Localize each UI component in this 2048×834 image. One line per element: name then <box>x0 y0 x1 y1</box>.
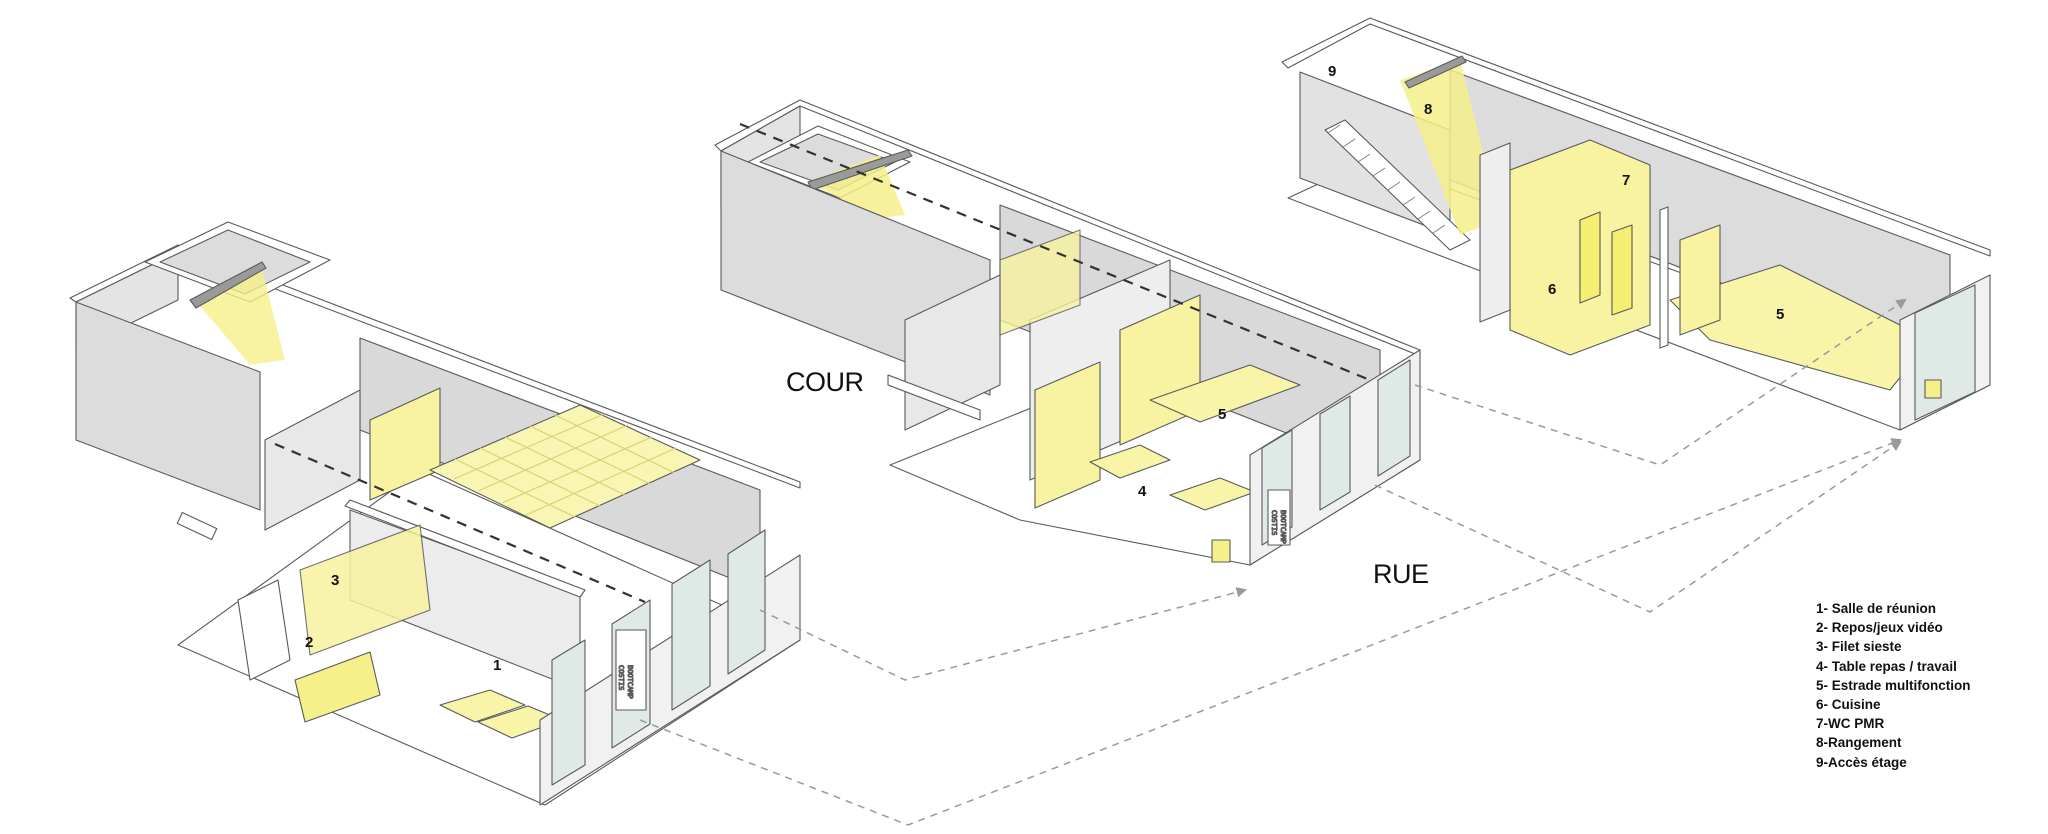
label-7: 7 <box>1622 172 1630 189</box>
label-9: 9 <box>1328 63 1336 80</box>
shelves-right <box>1679 224 1721 336</box>
plant-pot-right <box>1924 379 1942 399</box>
sign-text-left-1: COSTIS <box>617 665 625 690</box>
sign-text-left-2: BOOTCAMP <box>626 665 634 699</box>
label-5b: 5 <box>1776 306 1784 323</box>
label-cour: COUR <box>786 367 864 397</box>
label-2: 2 <box>305 634 313 651</box>
meeting-wall-top <box>344 499 586 598</box>
stair-steps <box>1327 124 1446 234</box>
storage-light <box>1400 60 1500 235</box>
street-line-left <box>274 442 646 604</box>
wall-post-right <box>1659 206 1669 349</box>
arrow-left-lower <box>639 438 1902 826</box>
stair-flight <box>1324 119 1471 251</box>
storage-yellow-mid <box>1034 361 1101 509</box>
legend-item: 7-WC PMR <box>1816 716 1885 732</box>
label-4: 4 <box>1138 483 1147 500</box>
back-wall-top-right <box>1281 17 1991 257</box>
block-left-face <box>75 301 261 511</box>
wc-door-2 <box>1611 224 1633 316</box>
stair-light-mid <box>808 155 905 218</box>
label-1: 1 <box>493 657 501 674</box>
arrow-mid-lower <box>1374 440 1902 613</box>
label-8: 8 <box>1424 101 1432 118</box>
label-rue: RUE <box>1373 559 1429 589</box>
legend: 1- Salle de réunion 2- Repos/jeux vidéo … <box>1816 599 1971 772</box>
model-middle: COSTIS BOOTCAMP <box>714 99 1421 566</box>
legend-item: 8-Rangement <box>1816 735 1902 751</box>
plant-pot-mid <box>1211 539 1231 563</box>
street-line-mid <box>739 122 1371 382</box>
label-5a: 5 <box>1218 406 1226 423</box>
estrade-mid <box>1149 364 1301 423</box>
stair-beam <box>189 261 267 309</box>
games-sofa <box>294 651 381 723</box>
legend-item: 2- Repos/jeux vidéo <box>1816 620 1943 636</box>
external-stair <box>237 579 291 681</box>
legend-item: 1- Salle de réunion <box>1816 601 1937 616</box>
projection-arrows <box>639 298 1907 826</box>
legend-item: 6- Cuisine <box>1816 697 1881 713</box>
sign-panel-left <box>615 629 647 711</box>
courtyard-slab <box>887 374 981 421</box>
stair-beam-right <box>1404 55 1467 89</box>
sign-text-mid-1: COSTIS <box>1270 510 1278 535</box>
external-slab <box>176 511 218 541</box>
legend-item: 4- Table repas / travail <box>1816 658 1957 674</box>
legend-item: 9-Accès étage <box>1816 754 1907 770</box>
model-left: COSTIS BOOTCAMP <box>69 221 801 806</box>
sign-panel-mid <box>1267 489 1291 546</box>
kitchen-mid <box>999 229 1081 336</box>
label-6: 6 <box>1548 281 1556 298</box>
yellow-grid-lines <box>453 413 677 518</box>
label-3: 3 <box>331 572 339 589</box>
nap-net <box>299 524 431 656</box>
legend-item: 5- Estrade multifonction <box>1816 677 1971 693</box>
arrow-left-upper <box>759 587 1248 681</box>
legend-item: 3- Filet sieste <box>1816 639 1902 655</box>
model-right <box>1281 17 1991 431</box>
sign-text-mid-2: BOOTCAMP <box>1279 510 1287 544</box>
wc-door-1 <box>1579 211 1601 304</box>
kitchen-partition <box>1479 142 1511 323</box>
stair-well <box>159 229 311 295</box>
